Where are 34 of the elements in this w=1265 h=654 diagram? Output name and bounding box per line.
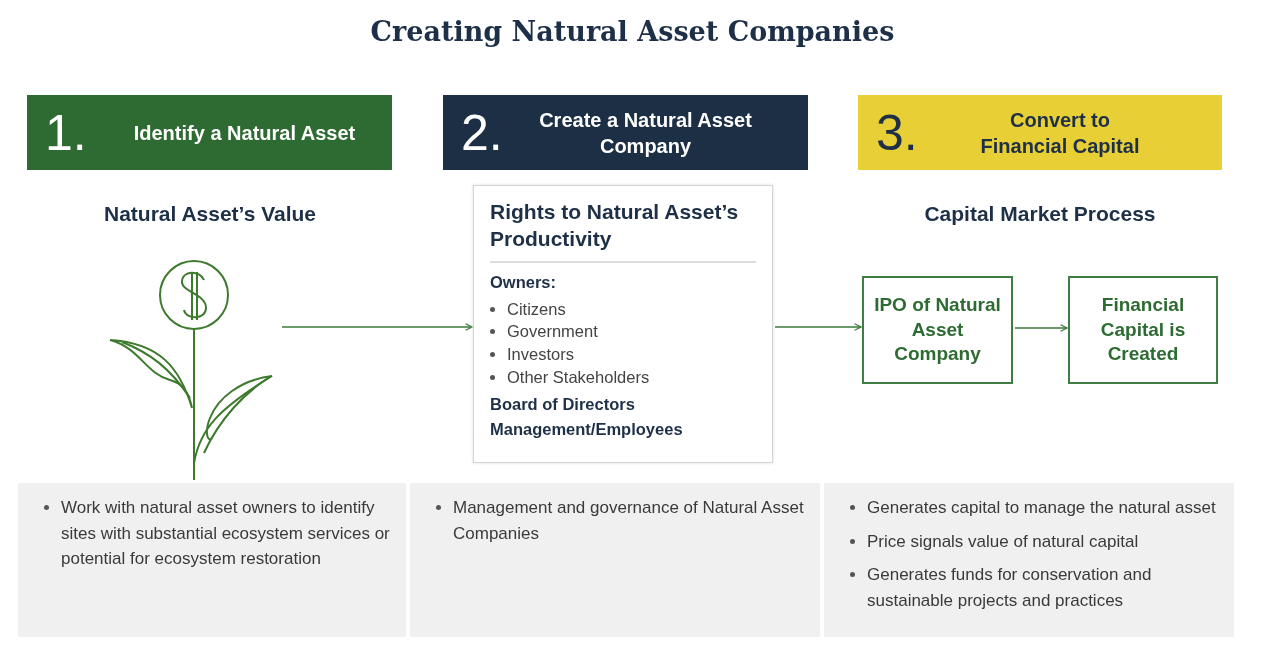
list-item: Citizens [507,298,566,320]
bullet-text: Work with natural asset owners to identify sites with substantial ecosystem services or potential for ecosystem restoration [61,497,391,570]
bullet-text: Management and governance of Natural Asset Companies [453,497,805,545]
info-card [473,185,773,463]
step-number: 2. [461,107,504,158]
step-banner [858,95,1222,170]
bullet-text: Generates funds for conservation and sustainable projects and practices [867,564,1153,612]
list-item: Other Stakeholders [507,366,650,388]
card-heading: Rights to Natural Asset’s Productivity [490,198,756,263]
step-number: 3. [876,107,919,158]
step-title: Create a Natural Asset Company [538,107,753,159]
section-heading: Capital Market Process [923,202,1157,226]
list-item: Investors [507,344,574,366]
description-panel [410,483,820,637]
bullet-text: Generates capital to manage the natural asset [867,497,1216,519]
section-heading: Owners: [490,272,558,292]
section-heading: Board of Directors [490,394,636,414]
step-banner [27,95,392,170]
arrow [774,323,862,331]
step-title: Identify a Natural Asset [132,120,357,146]
step-banner [443,95,808,170]
step-title: Convert to Financial Capital [979,107,1141,159]
section-heading: Management/Employees [490,419,684,439]
step-number: 1. [45,107,88,158]
bullet-text: Price signals value of natural capital [867,530,1139,553]
process-box: Financial Capital is Created [1068,276,1218,384]
diagram-title: Creating Natural Asset Companies [369,16,896,47]
list-item: Government [507,321,598,343]
arrow [1014,324,1068,332]
description-panel [824,483,1234,637]
arrow [281,323,473,331]
description-panel [18,483,406,637]
section-heading: Natural Asset’s Value [102,202,317,226]
process-box: IPO of Natural Asset Company [862,276,1013,384]
